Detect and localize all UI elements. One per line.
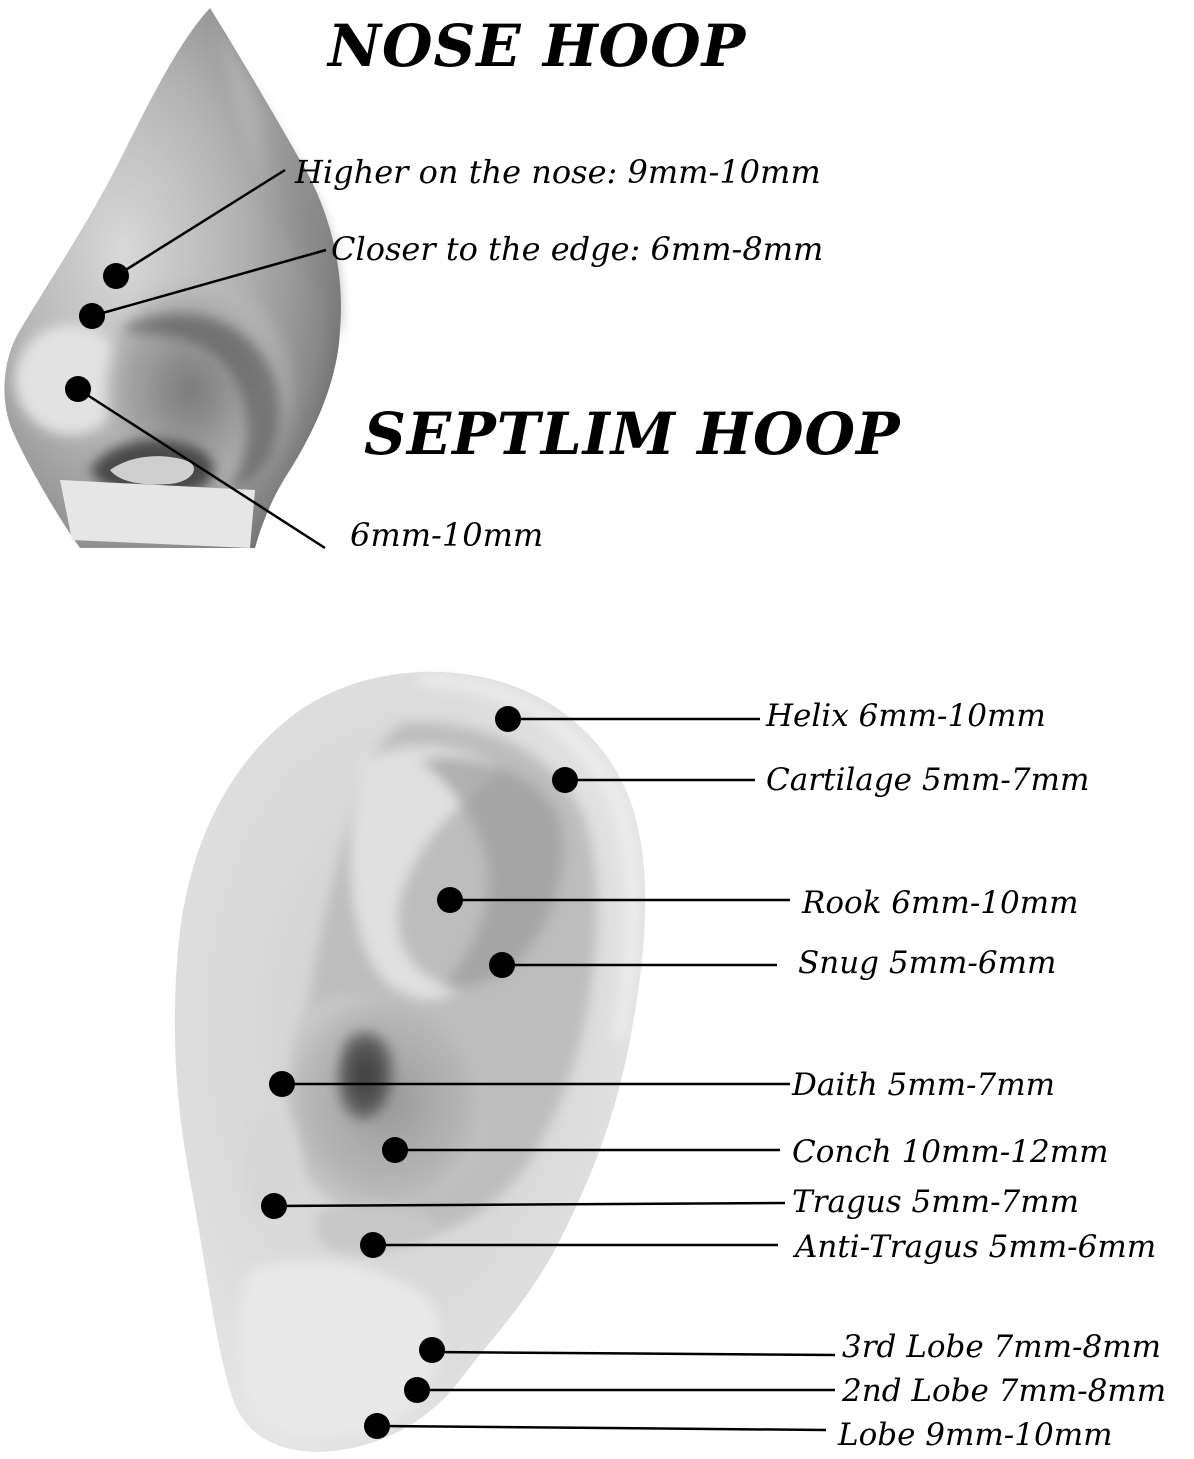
pointer-lines [77, 168, 836, 1432]
pointer-line-septum [77, 387, 326, 550]
marker-tragus [261, 1193, 287, 1219]
marker-snug [489, 952, 515, 978]
label-cartilage: Cartilage 5mm-7mm [766, 762, 1090, 798]
label-higher-nose: Higher on the nose: 9mm-10mm [295, 153, 821, 191]
label-conch: Conch 10mm-12mm [792, 1134, 1109, 1170]
markers [65, 263, 578, 1439]
label-lobe: Lobe 9mm-10mm [838, 1417, 1113, 1453]
label-3rd-lobe: 3rd Lobe 7mm-8mm [842, 1329, 1162, 1365]
label-septum-size: 6mm-10mm [350, 516, 544, 554]
pointer-line-higher-nose [115, 168, 286, 278]
marker-higher-nose [103, 263, 129, 289]
pointer-line-lobe [376, 1424, 827, 1432]
marker-helix [495, 706, 521, 732]
marker-2nd-lobe [404, 1377, 430, 1403]
pointer-line-edge [91, 248, 327, 318]
marker-rook [437, 887, 463, 913]
marker-conch [382, 1137, 408, 1163]
pointer-line-3rd-lobe [431, 1350, 836, 1357]
marker-cartilage [552, 767, 578, 793]
label-snug: Snug 5mm-6mm [798, 945, 1057, 981]
nose-illustration [4, 8, 341, 548]
label-closer-edge: Closer to the edge: 6mm-8mm [331, 230, 824, 268]
label-helix: Helix 6mm-10mm [766, 698, 1046, 734]
marker-lobe [364, 1413, 390, 1439]
label-rook: Rook 6mm-10mm [802, 885, 1079, 921]
label-tragus: Tragus 5mm-7mm [792, 1184, 1080, 1220]
marker-anti-tragus [360, 1232, 386, 1258]
septum-hoop-title: SEPTLIM HOOP [364, 400, 901, 468]
pointer-line-tragus [273, 1201, 786, 1208]
label-2nd-lobe: 2nd Lobe 7mm-8mm [842, 1373, 1167, 1409]
marker-daith [269, 1071, 295, 1097]
marker-septum [65, 376, 91, 402]
label-daith: Daith 5mm-7mm [792, 1067, 1056, 1103]
label-anti-tragus: Anti-Tragus 5mm-6mm [795, 1229, 1157, 1265]
marker-3rd-lobe [419, 1337, 445, 1363]
ear-illustration [174, 671, 646, 1452]
nose-hoop-title: NOSE HOOP [328, 12, 747, 80]
marker-edge [79, 303, 105, 329]
